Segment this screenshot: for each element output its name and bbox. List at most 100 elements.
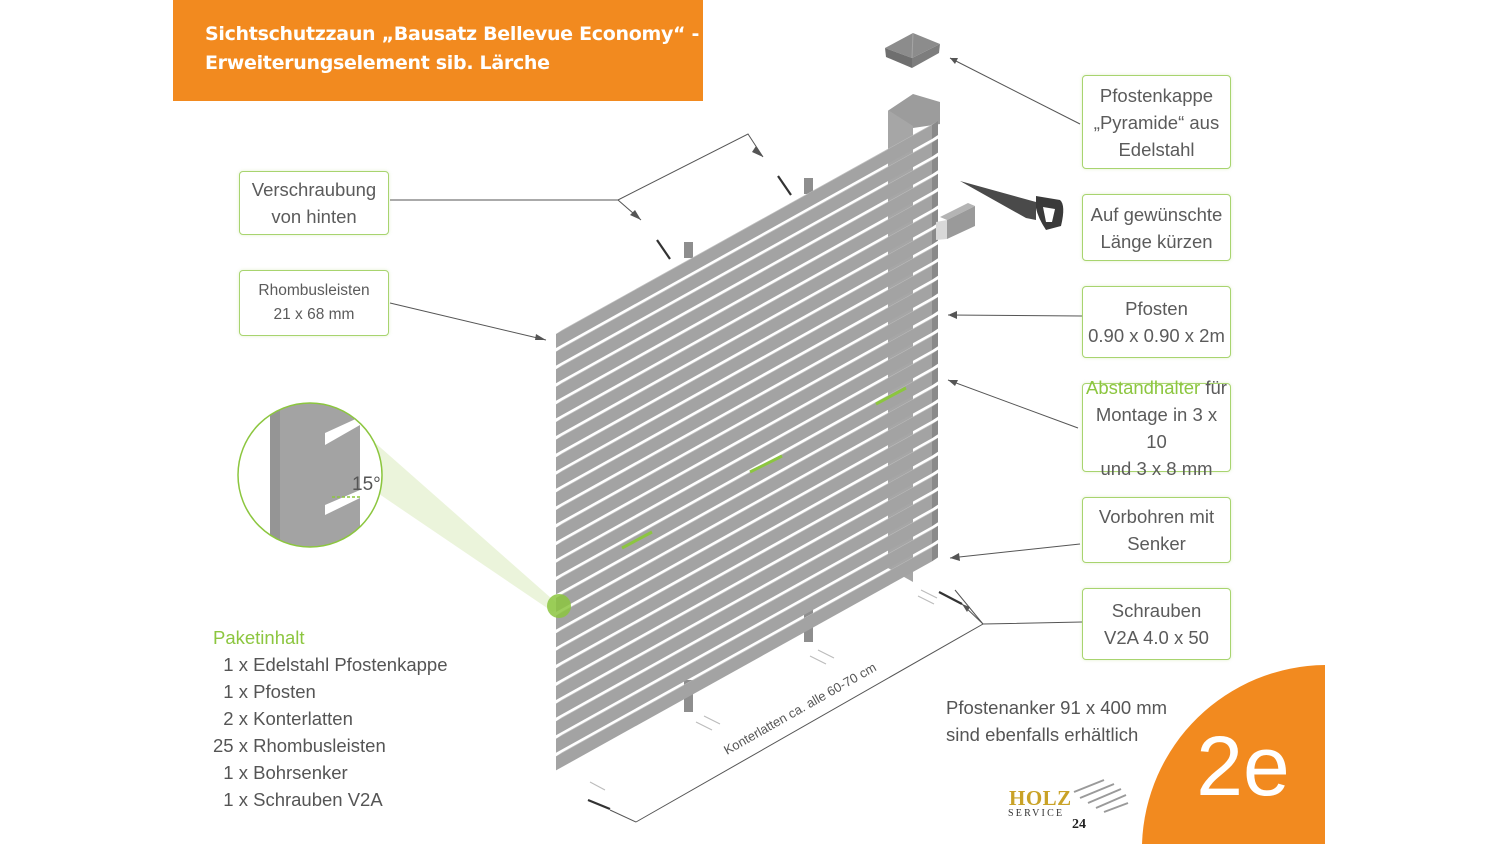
slat [556,125,932,348]
slat [556,494,932,718]
callout-rhombusleisten: Rhombusleisten 21 x 68 mm [239,270,389,336]
slat [556,318,932,542]
slat [556,248,932,472]
callout-text: für [1200,376,1227,398]
slat-end [932,508,938,527]
callout-text: von hinten [271,206,357,227]
saw-icon [960,181,1064,230]
slat-top [556,367,938,581]
pyramid-cap-icon [885,32,940,68]
slat-end [932,156,938,175]
slat-end [932,490,938,509]
callout-text: Verschraubung [251,179,377,200]
slat-end [932,420,938,439]
slat-end [932,385,938,403]
slat-end [932,261,938,280]
slat-end [932,314,938,333]
slat-end [932,332,938,351]
slat-top [556,173,938,387]
package-item: 1 x Schrauben V2A [213,789,383,810]
package-heading: Paketinhalt [213,627,305,648]
callout-text: Vorbohren mit [1098,506,1215,527]
slat-top [556,244,938,458]
slat [556,459,932,683]
leader-arrowheads [535,58,970,612]
slat-end [932,525,938,544]
slat-end [932,367,938,386]
callout-text: Senker [1127,533,1186,554]
slat [556,441,932,665]
callout-text: Auf gewünschte [1090,203,1223,225]
slat-end [932,244,938,263]
slat-end [932,402,938,421]
slat-end [932,349,938,368]
package-contents: Paketinhalt 1 x Edelstahl Pfostenkappe 1… [213,624,447,813]
slat-top [556,279,938,493]
slat [556,213,932,436]
spacer-indicators [621,386,907,550]
slat-top [556,209,938,422]
magnifier-circle-icon: 15° [237,402,383,548]
note-line: Pfostenanker 91 x 400 mm [946,697,1168,718]
slat-end [932,121,938,139]
callout-pfostenkappe: Pfostenkappe „Pyramide“ aus Edelstahl [1082,75,1231,169]
callout-text: Schrauben [1111,600,1202,621]
slat-top [556,314,938,528]
leader-lines [389,57,1083,625]
note-line: sind ebenfalls erhältlich [946,724,1139,745]
callout-text: Länge kürzen [1100,230,1213,252]
logo-holz: HOLZ [1009,786,1072,810]
title-line-1: Sichtschutzzaun „Bausatz Bellevue Econom… [205,23,745,45]
slat-top [556,402,938,616]
slat [556,195,932,419]
slat [556,424,932,648]
slat [556,477,932,700]
slat [556,371,932,595]
slat-top [556,261,938,475]
slat-top [556,138,938,352]
slat-end [932,455,938,474]
callout-abstandhalter: Abstandhalter für Montage in 3 x 10 und … [1082,377,1231,479]
slat [556,142,932,366]
package-item: 1 x Pfosten [213,681,316,702]
slat [556,512,932,736]
slat [556,353,932,577]
slat-top [556,349,938,563]
callout-text: Edelstahl [1118,138,1195,160]
slat-top [556,508,938,722]
slat-top [556,420,938,634]
slat-top [556,297,938,510]
slat [556,177,932,401]
slat-top [556,385,938,598]
logo-stripes-icon [1073,779,1129,813]
slat-top [556,490,938,704]
callout-text: 0.90 x 0.90 x 2m [1088,325,1225,346]
package-item: 1 x Edelstahl Pfostenkappe [213,654,448,675]
slat-top [556,121,938,334]
callout-pfosten: Pfosten 0.90 x 0.90 x 2m [1082,286,1231,358]
title-banner: Sichtschutzzaun „Bausatz Bellevue Econom… [173,0,745,101]
slat [556,265,932,489]
package-item: 25 x Rhombusleisten [213,735,386,756]
slat [556,283,932,507]
slat [556,301,932,524]
slat-top [556,525,938,739]
slat [556,547,932,771]
callout-text: und 3 x 8 mm [1100,457,1213,479]
slat [556,389,932,612]
callout-text: 21 x 68 mm [273,306,355,323]
post-anchor-note: Pfostenanker 91 x 400 mm sind ebenfalls … [946,694,1167,748]
title-line-2: Erweiterungselement sib. Lärche [205,52,550,74]
callout-text: Pfostenkappe [1099,84,1214,106]
slat-top [556,226,938,440]
badge-shape [1142,665,1325,844]
slat-end [932,191,938,210]
slat [556,529,932,753]
slat-top [556,473,938,686]
callout-text: Montage in 3 x 10 [1095,403,1218,452]
callout-text: V2A 4.0 x 50 [1104,627,1209,648]
dimension-label: Konterlatten ca. alle 60-70 cm [721,660,879,758]
slat-end [932,173,938,192]
slat-end [932,473,938,491]
